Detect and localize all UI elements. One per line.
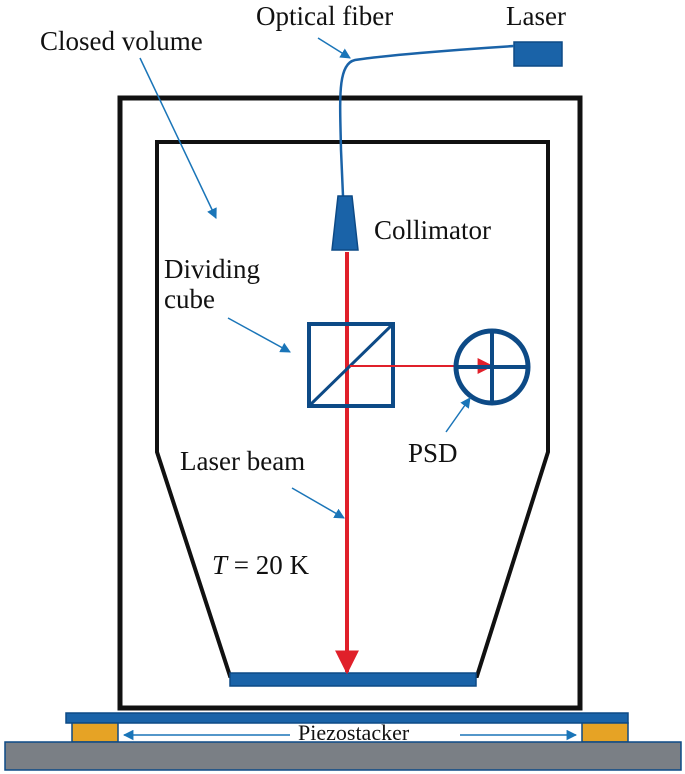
mirror-plate xyxy=(229,672,477,687)
pointer-laser-beam xyxy=(291,487,345,519)
pointer-closed-volume xyxy=(139,57,217,219)
label-closed-volume: Closed volume xyxy=(40,26,203,56)
label-optical-fiber: Optical fiber xyxy=(256,1,393,31)
collimator xyxy=(331,195,359,251)
label-laser-beam: Laser beam xyxy=(180,446,305,476)
label-laser: Laser xyxy=(506,1,566,31)
piezo-right-block xyxy=(581,722,629,743)
label-temperature: T = 20 K xyxy=(212,550,310,580)
label-dividing-line1: Dividing xyxy=(164,254,260,284)
inner-cryostat xyxy=(155,140,550,678)
outer-enclosure xyxy=(117,95,583,711)
piezo-base xyxy=(4,741,682,771)
label-collimator: Collimator xyxy=(374,215,491,245)
label-piezostacker: Piezostacker xyxy=(298,720,410,745)
optical-fiber xyxy=(338,44,515,197)
piezo-top-plate xyxy=(65,712,629,724)
pointer-optical-fiber xyxy=(317,37,351,59)
pointer-dividing-cube xyxy=(227,317,291,353)
laser-source xyxy=(513,41,563,67)
label-psd: PSD xyxy=(408,438,458,468)
piezo-left-block xyxy=(71,722,119,743)
temperature-variable: T xyxy=(212,550,229,580)
label-dividing-line2: cube xyxy=(164,284,215,314)
temperature-value: = 20 K xyxy=(227,550,309,580)
pointer-psd xyxy=(445,397,471,433)
